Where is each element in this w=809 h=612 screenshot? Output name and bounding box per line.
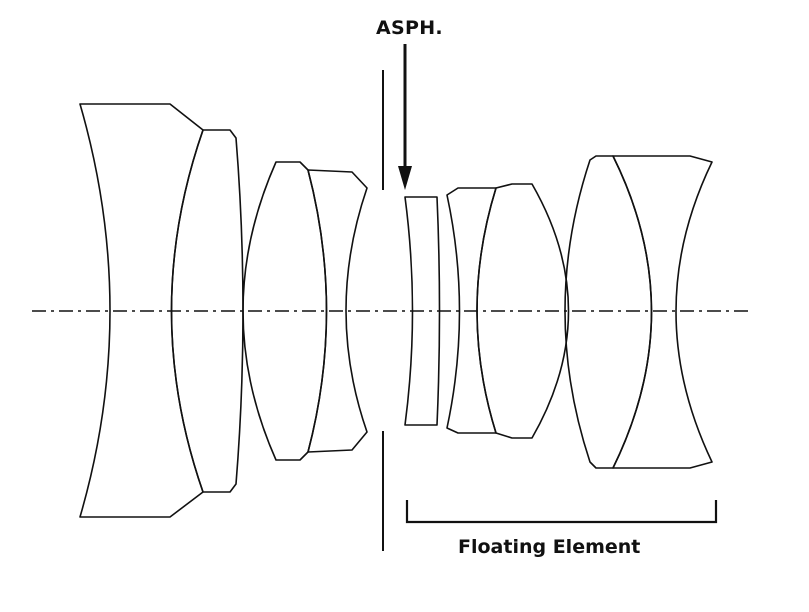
asph-label: ASPH. [376,17,443,39]
floating-element-bracket [405,500,718,524]
lens-element-7 [476,183,570,439]
floating-element-label: Floating Element [458,536,641,558]
lens-element-2 [170,129,244,493]
lens-element-9 [612,155,713,469]
aspherical-element [404,196,441,426]
lens-element-4 [307,169,368,453]
asph-arrow-head [398,166,412,190]
lens-element-8 [564,155,653,469]
